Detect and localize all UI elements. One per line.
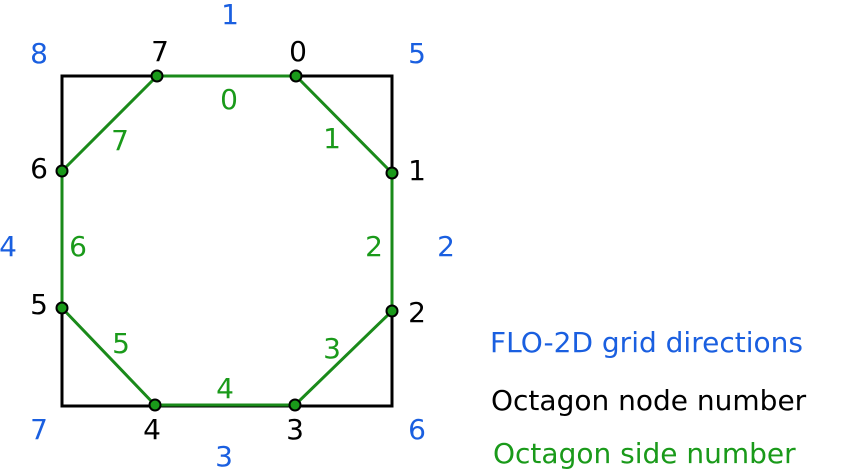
node-1 — [385, 166, 399, 180]
grid-direction-ne: 5 — [408, 37, 426, 70]
grid-direction-nw: 8 — [30, 37, 48, 70]
node-number-4: 4 — [143, 413, 161, 446]
node-6 — [55, 164, 69, 178]
grid-direction-n: 1 — [221, 0, 239, 31]
side-number-7: 7 — [111, 124, 129, 157]
node-0 — [289, 69, 303, 83]
node-4 — [148, 398, 162, 412]
side-number-1: 1 — [323, 122, 341, 155]
node-number-3: 3 — [286, 413, 304, 446]
grid-direction-s: 3 — [215, 440, 233, 471]
side-number-0: 0 — [220, 83, 238, 116]
node-number-7: 7 — [151, 35, 169, 68]
node-5 — [55, 301, 69, 315]
grid-direction-w: 4 — [0, 230, 17, 263]
legend-grid-directions: FLO-2D grid directions — [490, 326, 803, 359]
side-number-5: 5 — [112, 327, 130, 360]
grid-direction-se: 6 — [408, 413, 426, 446]
node-number-0: 0 — [289, 35, 307, 68]
legend: FLO-2D grid directions Octagon node numb… — [490, 326, 807, 470]
side-number-4: 4 — [216, 372, 234, 405]
node-number-1: 1 — [408, 154, 426, 187]
grid-direction-sw: 7 — [30, 413, 48, 446]
side-number-6: 6 — [69, 230, 87, 263]
side-number-2: 2 — [365, 230, 383, 263]
legend-node-number: Octagon node number — [491, 384, 807, 417]
grid-direction-e: 2 — [437, 230, 455, 263]
node-number-6: 6 — [30, 152, 48, 185]
node-2 — [385, 304, 399, 318]
node-7 — [150, 69, 164, 83]
legend-side-number: Octagon side number — [493, 437, 796, 470]
octagon-nodes — [55, 69, 399, 412]
node-3 — [288, 398, 302, 412]
node-number-2: 2 — [408, 296, 426, 329]
side-number-3: 3 — [323, 332, 341, 365]
node-number-5: 5 — [30, 288, 48, 321]
